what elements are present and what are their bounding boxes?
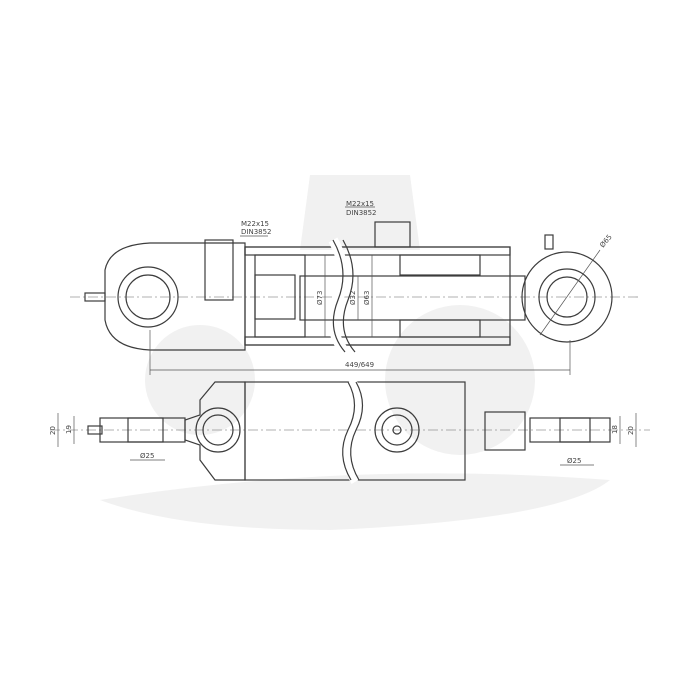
- right-port-standard: DIN3852: [346, 209, 377, 217]
- right-pin-diameter: Ø25: [567, 457, 581, 465]
- barrel-inner-diameter: Ø63: [363, 291, 371, 305]
- port-right: [374, 221, 411, 248]
- left-pin-diameter: Ø25: [140, 452, 154, 460]
- left-inner-width: 19: [65, 425, 73, 434]
- top-view: 20 19 Ø25 18 20 Ø25: [49, 378, 650, 484]
- left-port-thread: M22x15: [241, 220, 269, 228]
- rod-eye: [521, 251, 613, 343]
- piston: [254, 274, 296, 320]
- left-port-standard: DIN3852: [241, 228, 272, 236]
- section-view: 449/649 M22x15 DIN3852 M22x15 DIN3852 Ø7…: [70, 200, 640, 375]
- right-port-thread: M22x15: [346, 200, 374, 208]
- piston-rod: [299, 275, 526, 321]
- eye-diameter: Ø65: [598, 233, 613, 249]
- bore-diameter: Ø73: [316, 291, 324, 305]
- right-outer-width: 20: [627, 426, 635, 435]
- port-left: [204, 239, 234, 301]
- rod-diameter: Ø32: [349, 291, 357, 305]
- right-rod-end: [484, 411, 526, 451]
- right-inner-width: 18: [611, 425, 619, 434]
- length-dimension: 449/649: [345, 361, 374, 369]
- watermark-logo: [100, 175, 610, 530]
- left-outer-width: 20: [49, 426, 57, 435]
- grease-nipple-right: [544, 234, 554, 250]
- base-eye: [104, 242, 246, 351]
- grease-nipple-left: [84, 292, 106, 302]
